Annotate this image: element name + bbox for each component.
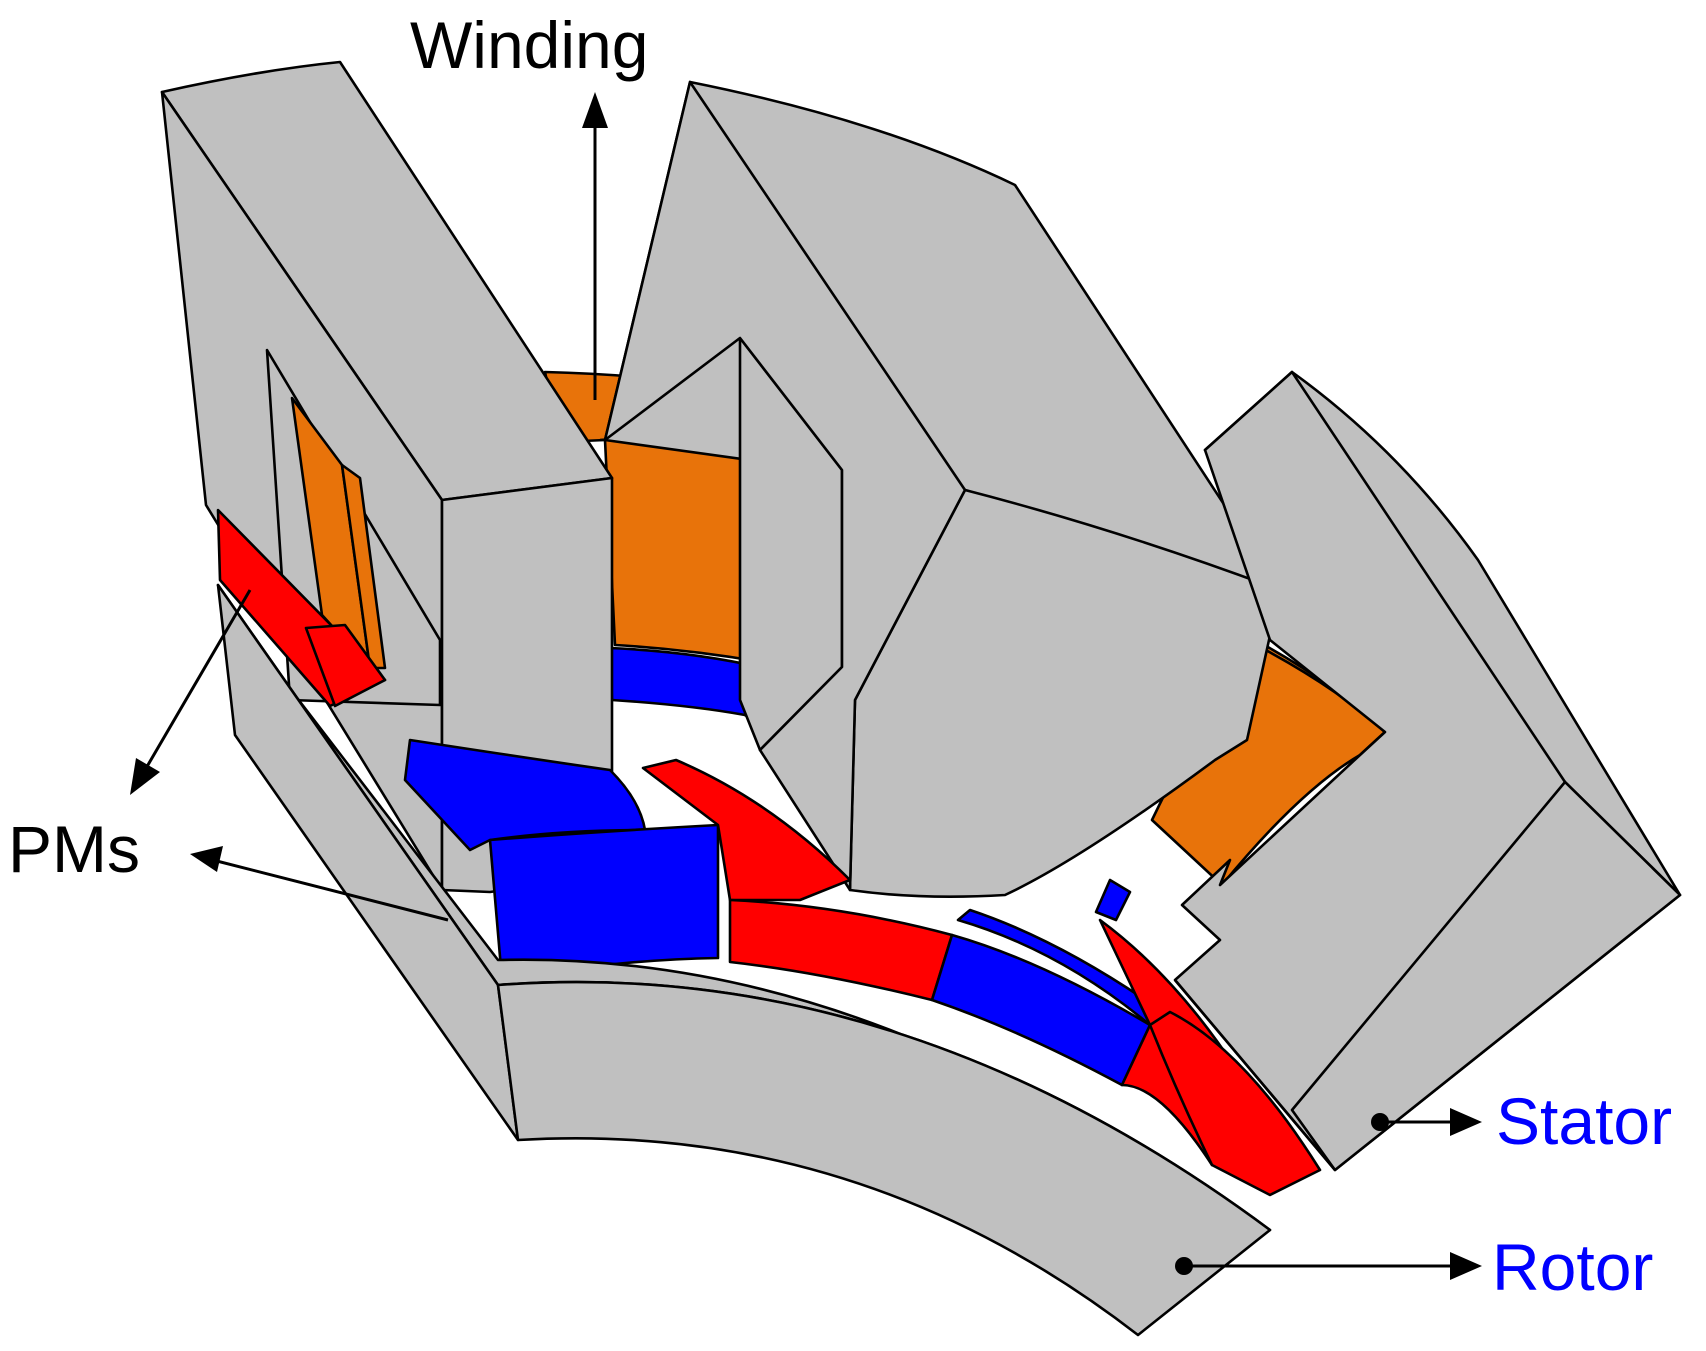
- winding-label: Winding: [410, 8, 648, 82]
- pms-arrow-upper: [136, 589, 252, 783]
- pms-arrowhead-lower: [190, 846, 223, 872]
- pm-small-blue-right: [1094, 878, 1132, 922]
- stator-label: Stator: [1496, 1084, 1672, 1158]
- pm-blue-1: [403, 738, 647, 852]
- pm-ring: [403, 738, 1322, 1197]
- stator-tooth-middle: [603, 80, 1282, 898]
- pm-left-red: [216, 508, 387, 708]
- rotor-arrowhead: [1450, 1252, 1482, 1280]
- pms-arrow-lower: [204, 856, 449, 922]
- pms-arrowhead-upper: [130, 758, 160, 795]
- stator-tooth-right: [1173, 370, 1682, 1172]
- rotor: [216, 583, 1272, 1337]
- rotor-label: Rotor: [1492, 1230, 1653, 1304]
- pms-label: PMs: [8, 812, 140, 886]
- winding-arrowhead: [582, 92, 608, 128]
- annotations: [130, 92, 1482, 1280]
- stator-arrowhead: [1450, 1108, 1482, 1136]
- pm-red-1: [641, 758, 852, 902]
